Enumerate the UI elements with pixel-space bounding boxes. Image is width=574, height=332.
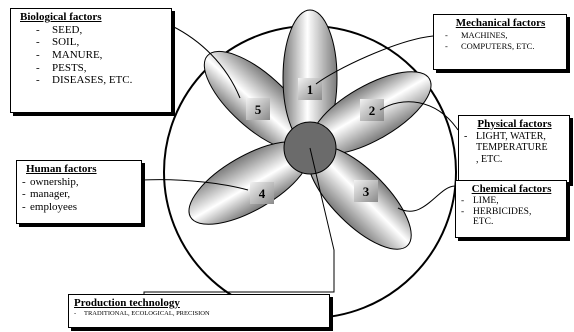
- list-item: PESTS,: [36, 62, 167, 75]
- physical-factors-title: Physical factors: [477, 118, 552, 130]
- connector-human: [141, 179, 249, 191]
- list-item-continuation: , ETC.: [476, 153, 503, 165]
- list-item: manager,: [22, 188, 137, 201]
- svg-text:2: 2: [369, 103, 376, 118]
- list-item: DISEASES, ETC.: [36, 74, 167, 87]
- list-item: ownership,: [22, 176, 137, 189]
- biological-factors-title: Biological factors: [20, 11, 102, 23]
- petal-number-3: 3: [354, 180, 378, 202]
- mechanical-factors-title: Mechanical factors: [455, 17, 546, 29]
- svg-text:3: 3: [363, 184, 370, 199]
- connector-mechanical: [315, 35, 434, 85]
- list-item-continuation: TEMPERATURE: [476, 142, 548, 154]
- physical-factors-list: LIGHT, WATER,: [464, 131, 565, 143]
- physical-factors-box: Physical factors LIGHT, WATER, TEMPERATU…: [458, 115, 570, 183]
- list-item: LIGHT, WATER,: [464, 131, 565, 143]
- petal-number-5: 5: [246, 98, 270, 120]
- chemical-factors-list: LIME, HERBICIDES,: [461, 196, 562, 218]
- chemical-factors-box: Chemical factors LIME, HERBICIDES, ETC.: [455, 180, 567, 238]
- list-item: MANURE,: [36, 49, 167, 62]
- human-factors-title: Human factors: [26, 163, 97, 175]
- production-technology-box: Production technology TRADITIONAL, ECOLO…: [68, 294, 330, 328]
- chemical-factors-continuation: ETC.: [473, 217, 494, 228]
- connector-chemical: [397, 185, 456, 212]
- list-item: COMPUTERS, ETC.: [445, 42, 562, 52]
- list-item: SEED,: [36, 24, 167, 37]
- list-item: MACHINES,: [445, 30, 562, 41]
- human-factors-list: ownership, manager, employees: [22, 176, 137, 214]
- chemical-factors-title: Chemical factors: [471, 183, 552, 195]
- svg-text:4: 4: [259, 186, 266, 201]
- mechanical-factors-list: MACHINES, COMPUTERS, ETC.: [445, 30, 562, 53]
- connector-physical: [379, 101, 459, 131]
- list-item: HERBICIDES,: [461, 207, 562, 218]
- biological-factors-list: SEED, SOIL, MANURE, PESTS, DISEASES, ETC…: [36, 24, 167, 87]
- biological-factors-box: Biological factors SEED, SOIL, MANURE, P…: [10, 8, 172, 113]
- physical-factors-continuation: TEMPERATURE , ETC.: [464, 142, 565, 165]
- connector-biological: [171, 25, 241, 99]
- production-technology-list: TRADITIONAL, ECOLOGICAL, PRECISION: [74, 310, 325, 317]
- production-technology-title: Production technology: [74, 297, 180, 309]
- petal-number-4: 4: [250, 182, 274, 204]
- svg-text:5: 5: [255, 102, 262, 117]
- petal-number-2: 2: [360, 99, 384, 121]
- svg-text:1: 1: [307, 82, 314, 97]
- petal-number-1: 1: [298, 78, 322, 100]
- human-factors-box: Human factors ownership, manager, employ…: [16, 160, 142, 224]
- mechanical-factors-box: Mechanical factors MACHINES, COMPUTERS, …: [433, 14, 567, 70]
- list-item: employees: [22, 201, 137, 214]
- list-item: SOIL,: [36, 36, 167, 49]
- list-item: TRADITIONAL, ECOLOGICAL, PRECISION: [74, 310, 325, 317]
- list-item: LIME,: [461, 196, 562, 207]
